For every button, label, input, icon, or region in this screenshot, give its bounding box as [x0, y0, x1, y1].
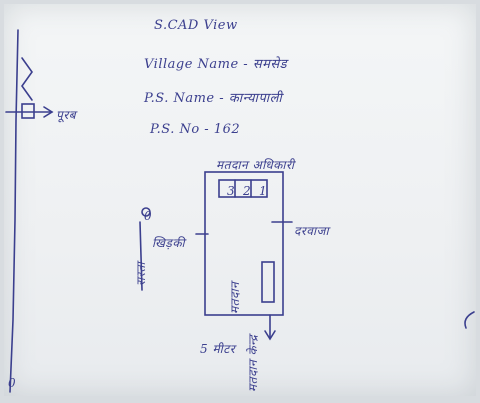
margin-box [21, 103, 35, 119]
east-label: पूरब [56, 108, 77, 122]
booth-code-2: 2 [243, 184, 252, 198]
title-text: S.CAD View [154, 18, 238, 33]
window-label: खिड़की [152, 236, 186, 250]
east-arrow-head [43, 106, 54, 118]
booth-box-group [218, 179, 268, 198]
circle-mark [141, 207, 151, 217]
road-line [139, 221, 143, 291]
door-label: दरवाजा [294, 224, 330, 238]
booth-code-3: 1 [259, 184, 268, 198]
table-box [261, 261, 275, 303]
officer-label: मतदान अधिकारी [216, 158, 295, 172]
distance-label: 5 मीटर [200, 342, 236, 356]
paper-sheet: S.CAD View Village Name - समसेड P.S. Nam… [4, 4, 476, 396]
village-name-text: Village Name - समसेड [144, 57, 288, 72]
ps-number-text: P.S. No - 162 [150, 122, 241, 137]
margin-curve [464, 311, 475, 329]
booth-code-1: 3 [227, 184, 236, 198]
ps-name-text: P.S. Name - कान्यापाली [144, 91, 283, 106]
room-outline [204, 171, 284, 316]
exit-arrow-head [264, 330, 276, 341]
margin-line [9, 29, 19, 393]
margin-zigzag [21, 57, 33, 101]
margin-zero-mark: 0 [8, 376, 17, 390]
